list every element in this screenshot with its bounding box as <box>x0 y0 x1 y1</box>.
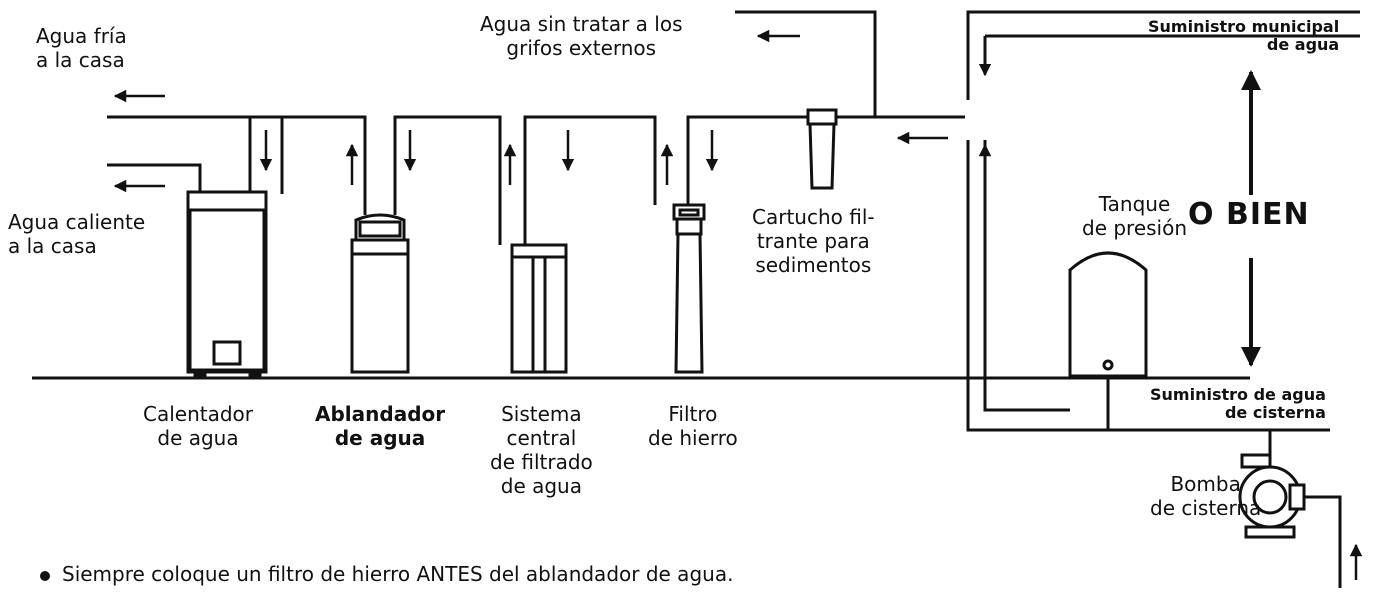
water-heater-label: Calentador de agua <box>143 402 254 450</box>
hot-water-label: Agua caliente a la casa <box>8 210 146 258</box>
sediment-cartridge <box>806 108 838 190</box>
central-filtration <box>510 243 568 374</box>
flow-arrows <box>113 29 1363 580</box>
pressure-tank-label: Tanque de presión <box>1082 192 1188 240</box>
well-pump-label: Bomba de cisterna <box>1150 472 1262 520</box>
well-pump <box>1238 453 1306 539</box>
bullet-icon <box>40 570 50 581</box>
either-label: O BIEN <box>1188 197 1310 232</box>
pressure-tank <box>1068 251 1148 378</box>
iron-filter-label: Filtro de hierro <box>648 402 738 450</box>
footnote-text: Siempre coloque un filtro de hierro ANTE… <box>62 562 734 586</box>
footnote: Siempre coloque un filtro de hierro ANTE… <box>40 562 733 586</box>
well-supply-label: Suministro de agua de cisterna <box>1150 385 1326 422</box>
municipal-supply-label: Suministro municipal de agua <box>1148 17 1340 54</box>
iron-filter <box>672 203 706 374</box>
cold-water-label: Agua fría a la casa <box>36 24 127 72</box>
water-softener <box>350 213 410 374</box>
untreated-water-label: Agua sin tratar a los grifos externos <box>480 12 683 60</box>
water-softener-label: Ablandador de agua <box>315 402 446 450</box>
central-filtration-label: Sistema central de filtrado de agua <box>490 402 593 498</box>
sediment-cartridge-label: Cartucho fil- trante para sedimentos <box>752 205 875 277</box>
water-heater <box>186 190 268 380</box>
